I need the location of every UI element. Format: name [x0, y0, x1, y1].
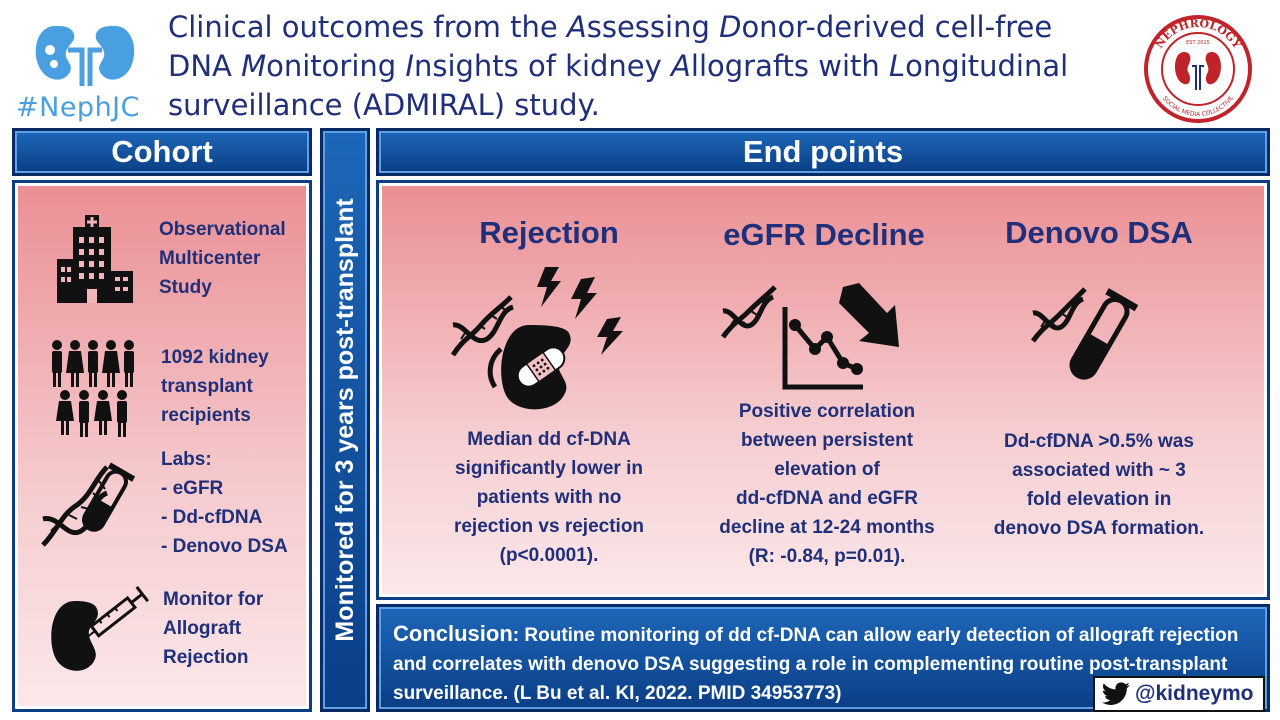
twitter-handle-text: @kidneymo — [1135, 682, 1254, 705]
labs-text: Labs:- eGFR- Dd-cfDNA- Denovo DSA — [161, 449, 288, 557]
page-title: Clinical outcomes from the Assessing Don… — [168, 10, 1069, 122]
nephjc-logo: #NephJC — [14, 14, 154, 123]
nephrology-collective-seal-icon: EST 2015 NEPHROLOGY SOCIAL MEDIA COLLECT… — [1144, 15, 1252, 123]
denovo-dsa-title: Denovo DSA — [1005, 215, 1193, 250]
kidney-syringe-icon — [51, 586, 150, 671]
people-group-icon — [52, 340, 134, 437]
hospital-building-icon — [57, 215, 133, 303]
egfr-decline-title: eGFR Decline — [723, 217, 925, 252]
dna-test-tube-icon — [1030, 287, 1139, 380]
conclusion-text: : Routine monitoring of dd cf-DNA can al… — [393, 625, 1239, 704]
cohort-heading: Cohort — [12, 128, 312, 176]
dna-test-tube-icon — [41, 462, 136, 547]
kidney-logo-icon — [35, 25, 135, 86]
twitter-handle-badge[interactable]: @kidneymo — [1093, 676, 1265, 712]
monitoring-duration-label: Monitored for 3 years post-transplant — [331, 198, 359, 642]
hashtag-label: #NephJC — [16, 92, 140, 123]
endpoints-heading: End points — [376, 128, 1270, 176]
egfr-decline-chart-icon — [720, 283, 899, 390]
conclusion-label: Conclusion — [393, 621, 513, 646]
twitter-bird-icon — [1102, 682, 1130, 705]
rejection-title: Rejection — [479, 215, 619, 250]
monitoring-duration-bar: Monitored for 3 years post-transplant — [320, 128, 370, 712]
rejection-kidney-icon — [450, 267, 623, 410]
svg-text:EST 2015: EST 2015 — [1186, 40, 1210, 46]
